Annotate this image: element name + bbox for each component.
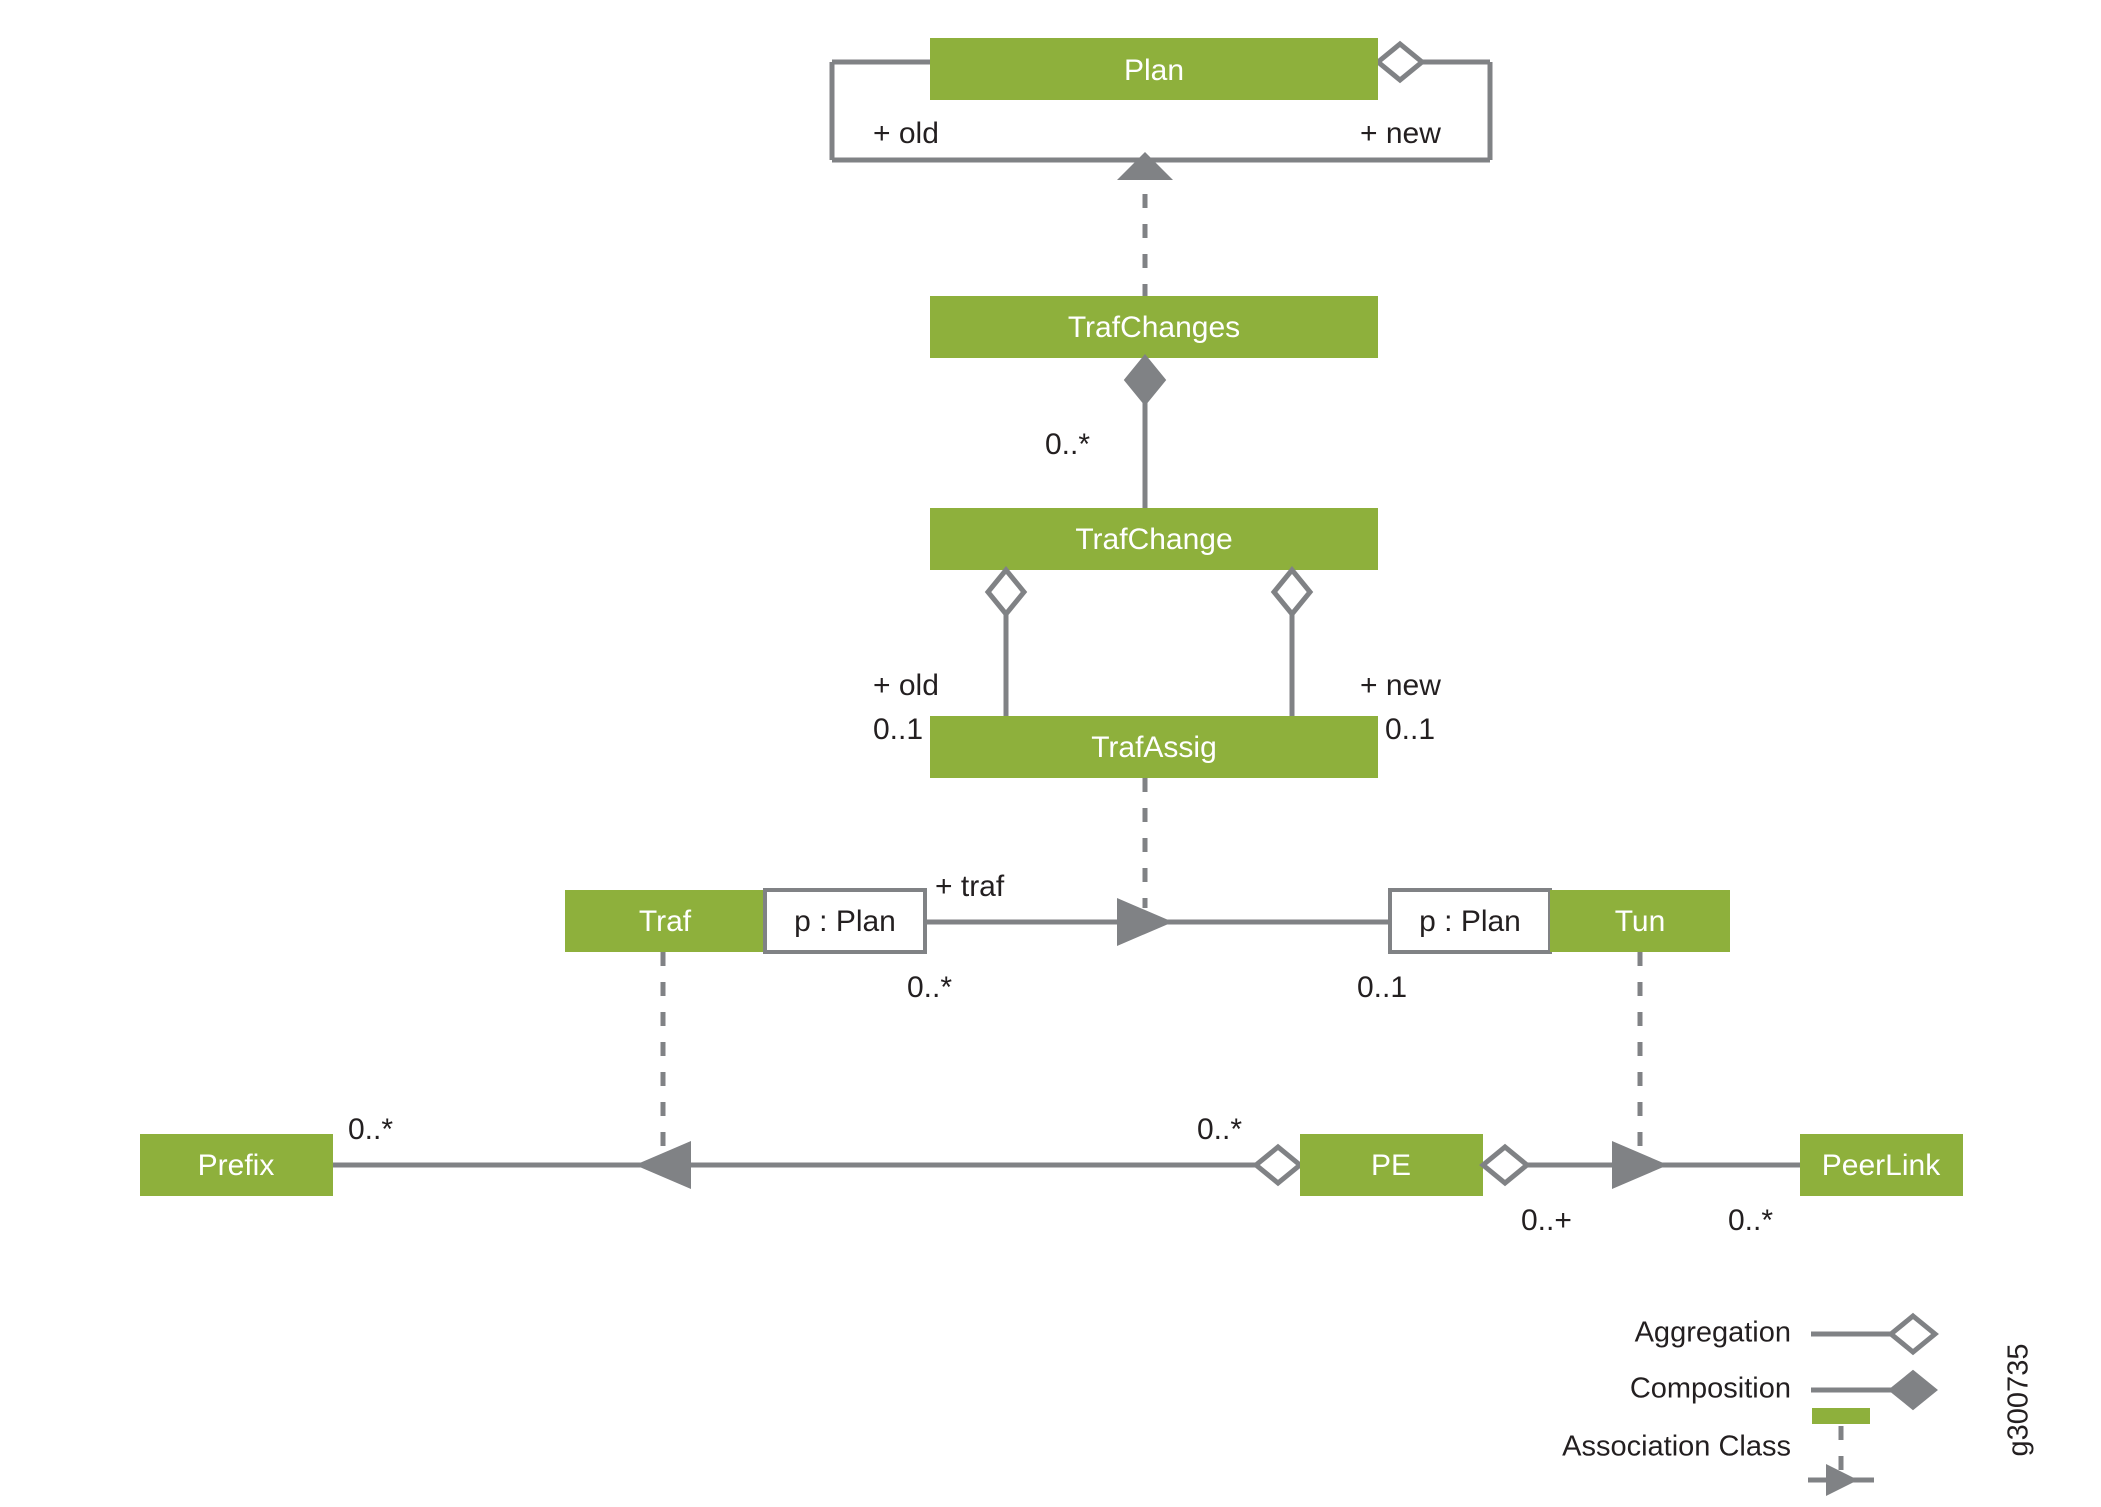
qualifier-box-tun[interactable]: p : Plan — [1388, 888, 1552, 954]
legend: Aggregation Composition Association Clas… — [1562, 1312, 1939, 1496]
class-label-traf: Traf — [639, 905, 692, 938]
qualifier-box-traf-rect — [763, 888, 927, 954]
aggregation-diamond-icon — [1270, 566, 1314, 618]
association-class-arrowhead-icon — [1117, 152, 1173, 180]
aggregation-diamond-icon — [1374, 40, 1426, 84]
class-label-trafassig: TrafAssig — [1091, 731, 1217, 764]
aggregation-trafchange-trafassig-old — [984, 566, 1028, 722]
legend-label-composition: Composition — [1630, 1373, 1791, 1405]
multiplicity-trafchanges-trafchange: 0..* — [1045, 428, 1090, 461]
multiplicity-traf-tun-left: 0..* — [907, 971, 952, 1004]
multiplicity-trafchange-new: 0..1 — [1385, 713, 1435, 746]
class-box-peerlink-rect — [1800, 1134, 1963, 1196]
class-box-tun-rect — [1550, 890, 1730, 952]
association-prefix-pe — [333, 1141, 1304, 1189]
plan-self-association — [829, 40, 1493, 180]
class-box-trafchange-rect — [930, 508, 1378, 570]
multiplicity-trafchange-old: 0..1 — [873, 713, 923, 746]
class-label-peerlink: PeerLink — [1822, 1149, 1941, 1182]
aggregation-diamond-icon — [1252, 1143, 1304, 1187]
class-box-pe[interactable]: PE — [1300, 1134, 1483, 1196]
hollow-diamond-icon — [1887, 1312, 1939, 1356]
class-label-tun: Tun — [1615, 905, 1666, 938]
class-box-traf[interactable]: Traf — [565, 890, 765, 952]
figure-id-label: g300735 — [2003, 1344, 2035, 1457]
class-label-pe: PE — [1371, 1149, 1411, 1182]
multiplicity-traf-tun-right: 0..1 — [1357, 971, 1407, 1004]
class-box-trafchanges[interactable]: TrafChanges — [930, 296, 1378, 358]
association-class-arrowhead-icon — [1826, 1464, 1858, 1496]
role-label-plan-new: + new — [1360, 117, 1441, 150]
role-label-traf: + traf — [935, 870, 1005, 903]
aggregation-trafchange-trafassig-new — [1270, 566, 1314, 722]
class-box-traf-rect — [565, 890, 765, 952]
qualifier-label-tun: p : Plan — [1419, 905, 1521, 938]
qualifier-label-traf: p : Plan — [794, 905, 896, 938]
class-box-prefix[interactable]: Prefix — [140, 1134, 333, 1196]
multiplicity-pe-left: 0..* — [1197, 1113, 1242, 1146]
class-box-tun[interactable]: Tun — [1550, 890, 1730, 952]
filled-diamond-icon — [1888, 1369, 1938, 1411]
legend-label-aggregation: Aggregation — [1635, 1317, 1791, 1349]
class-box-trafchange[interactable]: TrafChange — [930, 508, 1378, 570]
class-box-plan[interactable]: Plan — [930, 38, 1378, 100]
association-class-arrowhead-icon — [1117, 898, 1173, 946]
class-box-trafchanges-rect — [930, 296, 1378, 358]
aggregation-diamond-icon — [1479, 1143, 1531, 1187]
role-label-plan-old: + old — [873, 117, 939, 150]
association-class-arrowhead-icon — [635, 1141, 691, 1189]
class-box-plan-rect — [930, 38, 1378, 100]
class-box-prefix-rect — [140, 1134, 333, 1196]
composition-trafchanges-trafchange — [1123, 354, 1167, 508]
class-box-pe-rect — [1300, 1134, 1483, 1196]
role-label-trafchange-new: + new — [1360, 669, 1441, 702]
class-label-prefix: Prefix — [198, 1149, 275, 1182]
legend-label-association-class: Association Class — [1562, 1431, 1791, 1463]
role-label-trafchange-old: + old — [873, 669, 939, 702]
legend-association-class-box — [1812, 1408, 1870, 1424]
class-box-peerlink[interactable]: PeerLink — [1800, 1134, 1963, 1196]
aggregation-diamond-icon — [984, 566, 1028, 618]
class-box-trafassig-rect — [930, 716, 1378, 778]
composition-diamond-icon — [1123, 354, 1167, 406]
multiplicity-pe-right: 0..+ — [1521, 1204, 1572, 1237]
class-label-trafchange: TrafChange — [1075, 523, 1232, 556]
class-label-plan: Plan — [1124, 54, 1184, 87]
class-label-trafchanges: TrafChanges — [1068, 311, 1240, 344]
association-class-arrowhead-icon — [1612, 1141, 1668, 1189]
association-traf-tun — [925, 898, 1390, 946]
multiplicity-peerlink: 0..* — [1728, 1204, 1773, 1237]
multiplicity-prefix-pe: 0..* — [348, 1113, 393, 1146]
qualifier-box-traf[interactable]: p : Plan — [763, 888, 927, 954]
association-pe-peerlink — [1479, 1141, 1800, 1189]
class-box-trafassig[interactable]: TrafAssig — [930, 716, 1378, 778]
